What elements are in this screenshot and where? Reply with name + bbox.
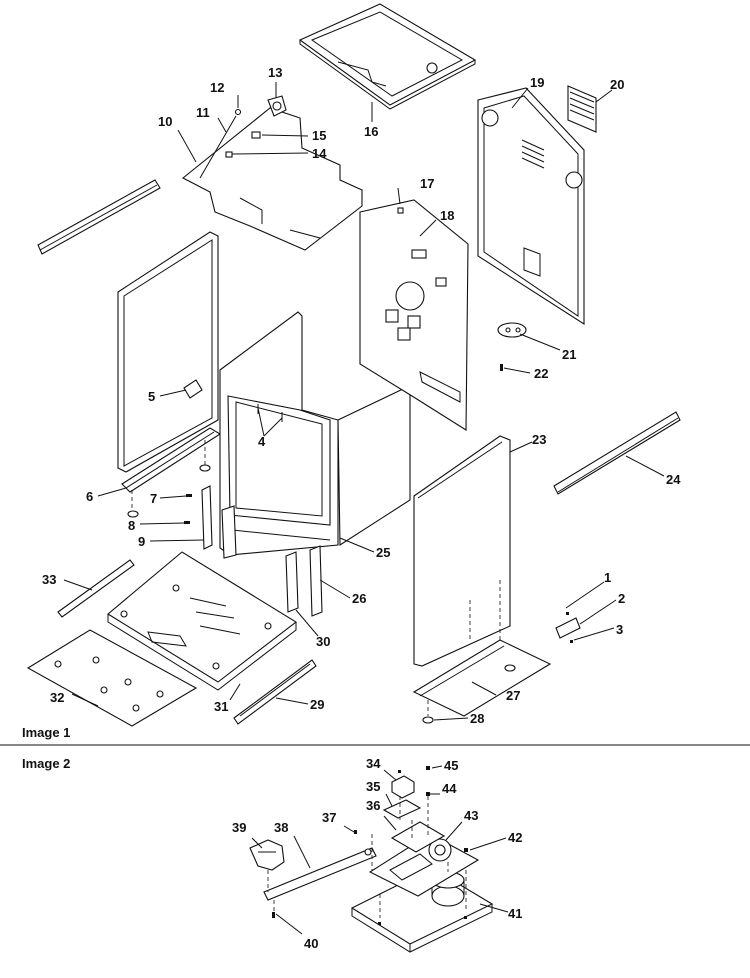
callout-5: 5 xyxy=(148,389,155,404)
section-label-image-2: Image 2 xyxy=(22,756,70,771)
callout-27: 27 xyxy=(506,688,520,703)
part-31-bottom-tray xyxy=(107,551,297,691)
callout-18: 18 xyxy=(440,208,454,223)
part-23-side-panel-right xyxy=(413,435,511,667)
callout-23: 23 xyxy=(532,432,546,447)
part-34-switch xyxy=(391,775,415,799)
callout-44: 44 xyxy=(442,781,457,796)
part-7-8-screws xyxy=(184,494,192,524)
part-30-bracket xyxy=(285,551,299,613)
part-15-clip xyxy=(251,131,261,139)
callout-7: 7 xyxy=(150,491,157,506)
callout-17: 17 xyxy=(420,176,434,191)
part-16-cooktop-panel xyxy=(298,3,477,110)
callout-43: 43 xyxy=(464,808,478,823)
part-29-strip xyxy=(233,659,317,725)
part-36-plate xyxy=(390,821,446,853)
callout-2: 2 xyxy=(618,591,625,606)
part-25-oven-frame xyxy=(219,311,411,556)
part-22-screw xyxy=(500,364,503,371)
callout-21: 21 xyxy=(562,347,576,362)
callout-25: 25 xyxy=(376,545,390,560)
callout-40: 40 xyxy=(304,936,318,951)
callout-6: 6 xyxy=(86,489,93,504)
leader-lines-image-2 xyxy=(251,765,509,935)
callout-16: 16 xyxy=(364,124,378,139)
part-35-insulator xyxy=(382,799,422,819)
leader-lines-image-1 xyxy=(63,82,665,721)
callout-29: 29 xyxy=(310,697,324,712)
part-10-top-panel xyxy=(181,107,363,251)
part-side-panel-left xyxy=(117,231,219,473)
callout-32: 32 xyxy=(50,690,64,705)
part-42-screw xyxy=(464,848,468,852)
callout-33: 33 xyxy=(42,572,56,587)
callout-35: 35 xyxy=(366,779,380,794)
part-trim-strip xyxy=(37,179,161,255)
part-17-clip xyxy=(397,207,404,214)
callout-36: 36 xyxy=(366,798,380,813)
part-26-support xyxy=(221,505,323,617)
part-20-vent xyxy=(567,85,597,133)
callout-8: 8 xyxy=(128,518,135,533)
callout-20: 20 xyxy=(610,77,624,92)
callout-13: 13 xyxy=(268,65,282,80)
callout-3: 3 xyxy=(616,622,623,637)
callout-28: 28 xyxy=(470,711,484,726)
part-28-leveler xyxy=(422,664,516,724)
part-12-screw xyxy=(234,108,242,116)
part-14-clip xyxy=(225,151,233,158)
callout-labels: 1 2 3 4 5 6 7 8 9 10 11 12 13 14 15 16 1… xyxy=(42,65,681,951)
callout-1: 1 xyxy=(604,570,611,585)
callout-9: 9 xyxy=(138,534,145,549)
callout-31: 31 xyxy=(214,699,228,714)
callout-14: 14 xyxy=(312,146,327,161)
part-13-knob-switch xyxy=(267,95,287,117)
callout-45: 45 xyxy=(444,758,458,773)
callout-42: 42 xyxy=(508,830,522,845)
callout-24: 24 xyxy=(666,472,681,487)
callout-41: 41 xyxy=(508,906,522,921)
part-39-cam xyxy=(249,839,285,871)
part-33-strip xyxy=(57,559,135,618)
callout-30: 30 xyxy=(316,634,330,649)
callout-39: 39 xyxy=(232,820,246,835)
callout-4: 4 xyxy=(258,434,266,449)
part-1-2-3-hinge xyxy=(555,612,581,643)
callout-19: 19 xyxy=(530,75,544,90)
callout-12: 12 xyxy=(210,80,224,95)
section-label-image-1: Image 1 xyxy=(22,725,70,740)
part-37-screw xyxy=(354,830,357,834)
callout-11: 11 xyxy=(196,105,210,120)
assembly-lines xyxy=(131,440,501,716)
callout-15: 15 xyxy=(312,128,326,143)
part-9-bracket xyxy=(201,485,213,550)
callout-22: 22 xyxy=(534,366,548,381)
part-leveler-left xyxy=(127,464,211,518)
part-18-back-panel xyxy=(359,199,469,431)
assembly-lines-image-2 xyxy=(267,796,467,918)
part-19-rear-cover xyxy=(477,87,585,326)
part-24-trim-strip xyxy=(553,411,681,495)
part-27-bottom-rail-right xyxy=(412,639,552,717)
callout-38: 38 xyxy=(274,820,288,835)
part-5-lamp-socket xyxy=(183,379,203,399)
callout-37: 37 xyxy=(322,810,336,825)
callout-34: 34 xyxy=(366,756,381,771)
part-40-screw xyxy=(272,912,275,918)
part-44-45-screws xyxy=(398,766,430,796)
part-32-bottom-plate xyxy=(26,629,198,727)
part-21-bracket xyxy=(497,322,527,338)
part-38-link-arm xyxy=(263,847,377,901)
callout-26: 26 xyxy=(352,591,366,606)
callout-10: 10 xyxy=(158,114,172,129)
part-11-rod xyxy=(199,115,237,179)
